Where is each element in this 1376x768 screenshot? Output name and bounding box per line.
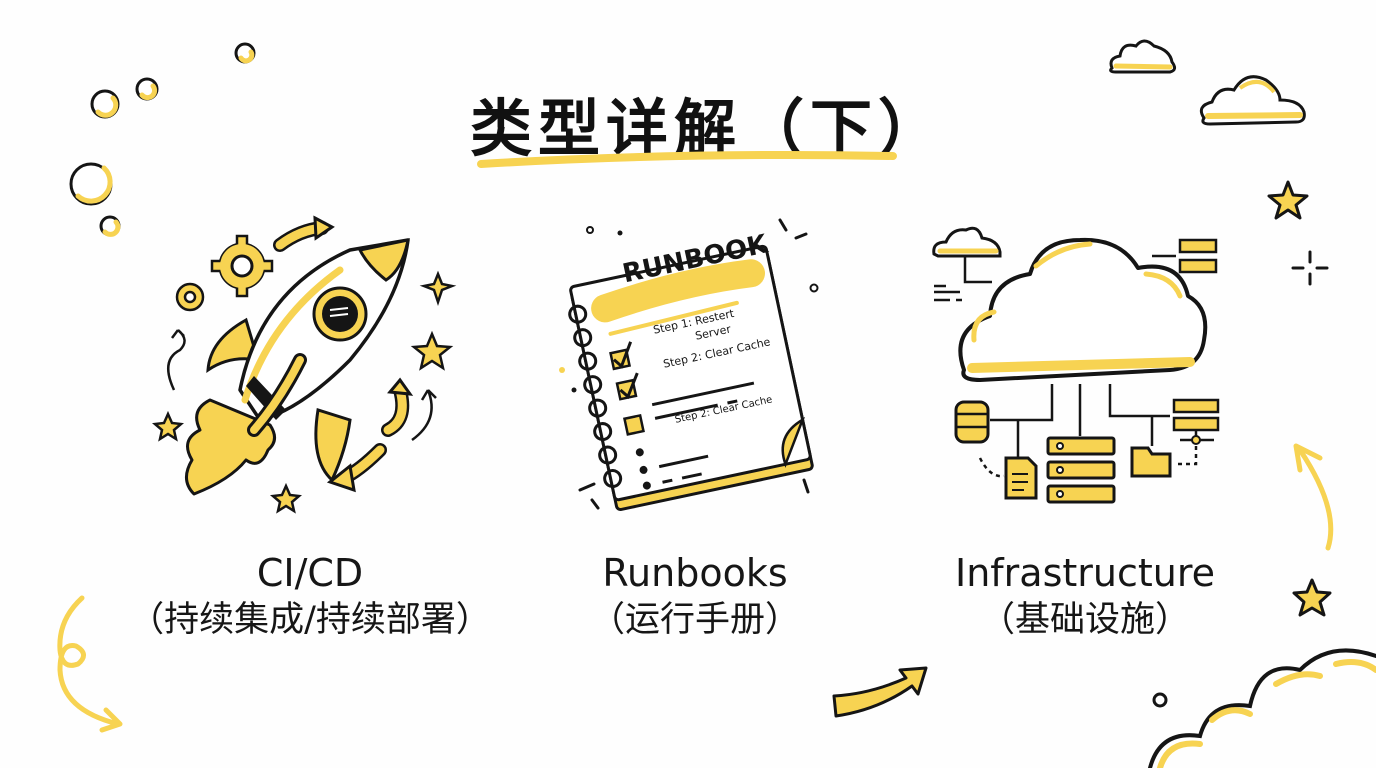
bottom-right-decoration — [1148, 443, 1376, 768]
title-underline — [477, 151, 897, 168]
card-cicd-subtitle: （持续集成/持续部署） — [129, 600, 491, 640]
card-runbooks-subtitle: （运行手册） — [589, 600, 800, 640]
card-runbooks: Runbooks （运行手册） — [560, 550, 830, 644]
gear-icon — [210, 234, 274, 298]
small-gear-icon — [175, 282, 205, 312]
arrow-right-up-icon — [832, 666, 928, 718]
clouds-top-right-decoration — [1109, 39, 1329, 286]
runbook-notebook-icon: RUNBOOK Step 1: Restert Server Step 2: C… — [559, 218, 820, 512]
card-cicd-title: CI/CD — [256, 551, 364, 595]
cloud-infrastructure-icon — [932, 226, 1220, 504]
card-infrastructure-subtitle: （基础设施） — [979, 600, 1190, 640]
card-infrastructure: Infrastructure （基础设施） — [920, 550, 1250, 644]
star-icon — [1267, 180, 1309, 220]
bubbles-decoration — [69, 42, 256, 237]
card-runbooks-title: Runbooks — [602, 551, 788, 595]
rocket-icon — [152, 215, 457, 514]
card-infrastructure-title: Infrastructure — [954, 551, 1216, 595]
card-cicd: CI/CD （持续集成/持续部署） — [100, 550, 520, 644]
curly-arrow-decoration — [57, 595, 123, 733]
